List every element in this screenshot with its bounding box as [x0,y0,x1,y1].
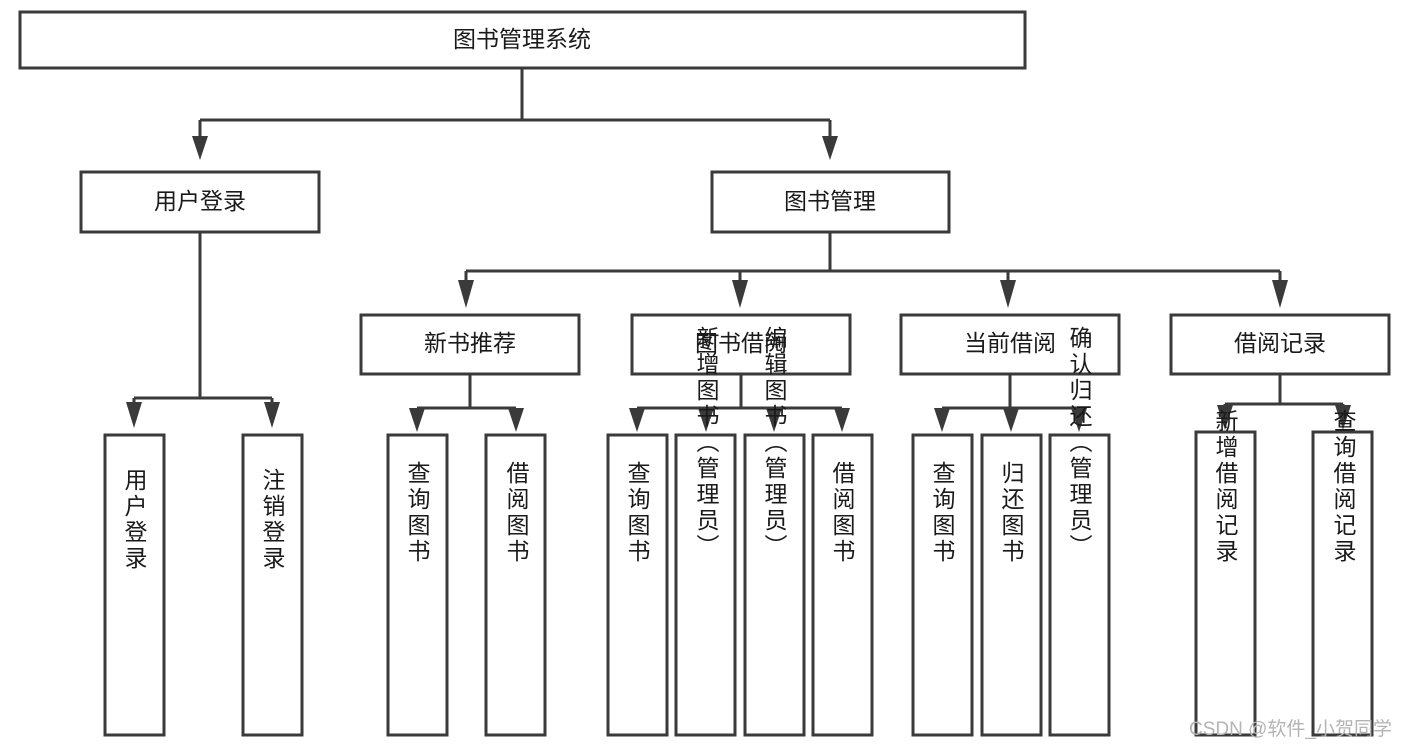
arrow-head-icon [822,136,838,160]
leaf-edit-book-admin-box[interactable] [743,433,806,737]
leaf-confirm-return-admin-label: 确认归还（管理员） [1066,326,1093,560]
node-root-box[interactable] [18,10,1027,70]
arrow-head-icon [1217,405,1233,430]
edge-group-book-mgmt [458,232,1288,308]
node-new-book-recommend[interactable]: 新书推荐 [359,313,581,376]
leaf-borrow-book[interactable]: 借阅图书 [811,433,874,737]
leaf-borrow-book-box[interactable] [811,433,874,737]
node-book-management[interactable]: 图书管理 [710,170,951,234]
edge-group-new-book [409,374,524,432]
arrow-head-icon [732,280,748,308]
leaf-user-login[interactable]: 用户登录 [103,433,166,737]
leaf-query-book-new-label: 查询图书 [404,461,431,565]
leaf-confirm-return-admin-box[interactable] [1048,433,1111,737]
node-book-borrow-label: 图书借阅 [695,330,787,356]
leaf-return-book-box[interactable] [980,433,1043,737]
arrow-head-icon [834,408,850,432]
leaf-borrow-book-new-label: 借阅图书 [503,461,530,565]
node-book-management-box[interactable] [710,170,951,234]
leaf-user-login-box[interactable] [103,433,166,737]
arrow-head-icon [1272,280,1288,308]
node-new-book-recommend-box[interactable] [359,313,581,376]
arrow-head-icon [1071,408,1087,432]
leaf-borrow-book-new[interactable]: 借阅图书 [484,433,547,737]
leaf-add-borrow-record-box[interactable] [1194,430,1257,737]
node-book-borrow-box[interactable] [630,313,852,376]
node-borrow-record-label: 借阅记录 [1234,330,1326,356]
node-borrow-record[interactable]: 借阅记录 [1169,313,1391,376]
edge-group-current-borrow [934,374,1087,432]
arrow-head-icon [192,136,208,160]
leaf-query-book-current-box[interactable] [911,433,974,737]
leaf-logout-label: 注销登录 [259,468,286,572]
leaf-query-book-new-box[interactable] [386,433,449,737]
arrow-head-icon [126,402,142,428]
leaf-query-borrow-record[interactable]: 查询借阅记录 [1311,409,1374,737]
arrow-head-icon [264,402,280,428]
node-user-login[interactable]: 用户登录 [79,170,321,234]
arrow-head-icon [1335,405,1351,430]
leaf-confirm-return-admin[interactable]: 确认归还（管理员） [1048,326,1111,737]
leaf-logout[interactable]: 注销登录 [241,433,304,737]
leaf-add-borrow-record[interactable]: 新增借阅记录 [1194,409,1257,737]
node-user-login-label: 用户登录 [154,188,246,214]
arrow-head-icon [698,408,714,432]
leaf-query-book-current[interactable]: 查询图书 [911,433,974,737]
leaf-add-book-admin-box[interactable] [674,433,737,737]
arrow-head-icon [766,408,782,432]
leaf-borrow-book-new-box[interactable] [484,433,547,737]
arrow-head-icon [1003,408,1019,432]
edge-group-root [192,68,838,160]
leaf-query-borrow-record-label: 查询借阅记录 [1330,409,1357,565]
leaf-return-book[interactable]: 归还图书 [980,433,1043,737]
node-book-borrow[interactable]: 图书借阅 [630,313,852,376]
arrow-head-icon [409,408,425,432]
leaf-logout-box[interactable] [241,433,304,737]
node-new-book-recommend-label: 新书推荐 [424,330,516,356]
node-borrow-record-box[interactable] [1169,313,1391,376]
node-current-borrow[interactable]: 当前借阅 [899,313,1121,376]
leaf-query-book-borrow-label: 查询图书 [624,461,651,565]
edge-group-user-login [126,232,280,428]
edge-group-book-borrow [629,374,850,432]
node-root-label: 图书管理系统 [453,26,591,52]
leaf-edit-book-admin[interactable]: 编辑图书（管理员） [743,326,806,737]
leaf-query-book-borrow[interactable]: 查询图书 [606,433,669,737]
leaf-return-book-label: 归还图书 [998,461,1025,565]
leaf-add-borrow-record-label: 新增借阅记录 [1212,409,1239,565]
node-root[interactable]: 图书管理系统 [18,10,1027,70]
arrow-head-icon [458,280,474,308]
leaf-add-book-admin-label: 新增图书（管理员） [693,326,720,560]
watermark-text: CSDN @软件_小贺同学 [1189,718,1392,740]
leaf-add-book-admin[interactable]: 新增图书（管理员） [674,326,737,737]
edge-group-borrow-record [1217,374,1351,430]
leaf-borrow-book-label: 借阅图书 [829,461,856,565]
node-current-borrow-box[interactable] [899,313,1121,376]
node-user-login-box[interactable] [79,170,321,234]
node-book-management-label: 图书管理 [784,188,876,214]
arrow-head-icon [1000,280,1016,308]
arrow-head-icon [629,408,645,432]
leaf-query-book-new[interactable]: 查询图书 [386,433,449,737]
leaf-edit-book-admin-label: 编辑图书（管理员） [761,326,788,560]
leaf-user-login-label: 用户登录 [121,468,148,572]
leaf-query-borrow-record-box[interactable] [1311,430,1374,737]
leaf-query-book-current-label: 查询图书 [929,461,956,565]
leaf-query-book-borrow-box[interactable] [606,433,669,737]
arrow-head-icon [934,408,950,432]
node-current-borrow-label: 当前借阅 [964,330,1056,356]
arrow-head-icon [508,408,524,432]
